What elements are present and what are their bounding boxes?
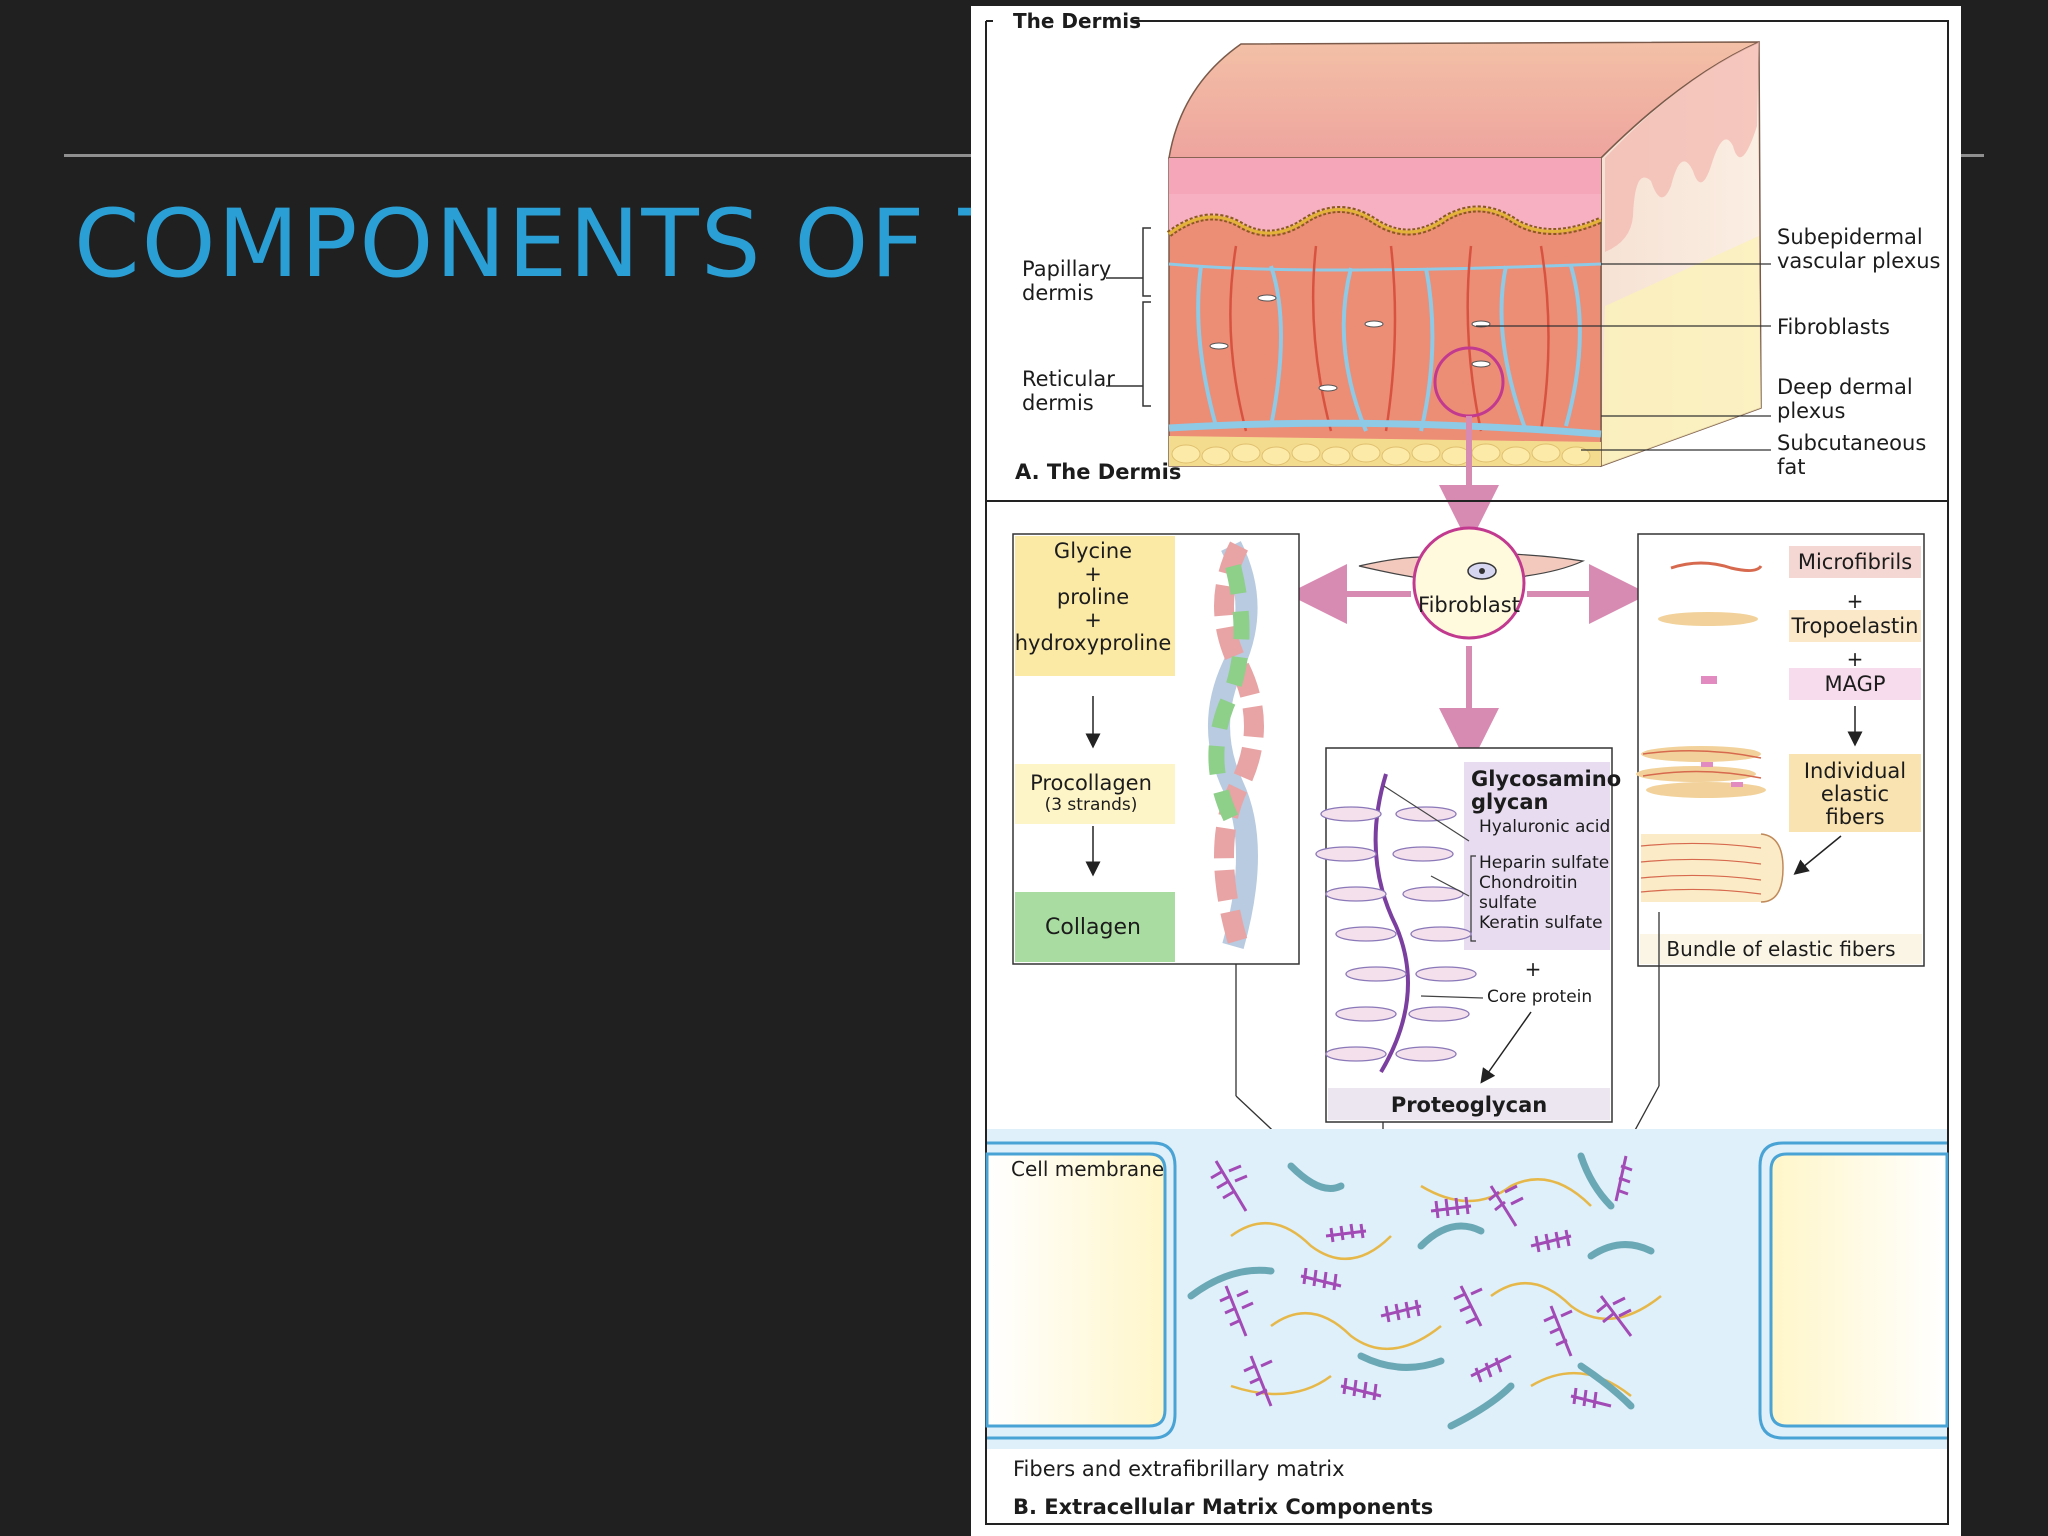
individual-line-1: Individual bbox=[1804, 759, 1906, 783]
individual-line-3: fibers bbox=[1825, 805, 1884, 829]
label-fat-2: fat bbox=[1777, 455, 1806, 479]
tropoelastin-bg bbox=[1789, 610, 1921, 642]
tropoelastin-label: Tropoelastin bbox=[1791, 614, 1919, 638]
slide-title: COMPONENTS OF TI bbox=[74, 190, 1048, 299]
sulfate-4: Keratin sulfate bbox=[1479, 913, 1603, 933]
amino-line-5: hydroxyproline bbox=[1015, 631, 1172, 655]
procollagen-label: Procollagen bbox=[1030, 771, 1152, 795]
right-cell-membrane bbox=[1758, 1141, 1949, 1440]
magp-label: MAGP bbox=[1824, 672, 1885, 696]
procollagen-strands: (3 strands) bbox=[1045, 795, 1138, 815]
label-deep-plexus-1: Deep dermal bbox=[1777, 375, 1913, 399]
core-protein-label: Core protein bbox=[1487, 987, 1592, 1007]
dermis-figure: The Dermis bbox=[971, 6, 1961, 1536]
bundle-label-bg bbox=[1640, 934, 1922, 964]
panel-b-frame bbox=[985, 500, 1949, 1525]
microfibrils-bg bbox=[1789, 546, 1921, 578]
procollagen-bg bbox=[1015, 764, 1175, 824]
elastic-plus-1: + bbox=[1847, 589, 1864, 613]
amino-acid-bg bbox=[1015, 536, 1175, 676]
sulfate-3: sulfate bbox=[1479, 893, 1537, 913]
elastic-bundle-illustration bbox=[1640, 833, 1784, 903]
gag-bg bbox=[1464, 762, 1610, 950]
amino-line-4: + bbox=[1084, 608, 1102, 632]
panel-a-frame-title: The Dermis bbox=[1013, 9, 1141, 33]
proteoglycan-brush-illustration bbox=[1315, 773, 1484, 1074]
amino-line-1: Glycine bbox=[1054, 539, 1132, 563]
right-leader-lines bbox=[1476, 263, 1771, 451]
magp-icon bbox=[1701, 676, 1717, 684]
sulfate-1: Heparin sulfate bbox=[1479, 853, 1609, 873]
sulfate-bracket bbox=[1470, 855, 1476, 942]
individual-fibers-bg bbox=[1789, 754, 1921, 832]
proteoglycan-plus: + bbox=[1525, 957, 1542, 981]
left-cell-membrane bbox=[985, 1141, 1177, 1440]
skin-block-illustration bbox=[1166, 40, 1762, 468]
collagen-bg bbox=[1015, 892, 1175, 962]
label-papillary-2: dermis bbox=[1022, 281, 1094, 305]
label-papillary-1: Papillary bbox=[1022, 257, 1111, 281]
cell-membrane-label: Cell membrane bbox=[1011, 1157, 1164, 1181]
sulfate-2: Chondroitin bbox=[1479, 873, 1578, 893]
label-subepidermal-2: vascular plexus bbox=[1777, 249, 1941, 273]
label-subepidermal-1: Subepidermal bbox=[1777, 225, 1923, 249]
gag-title-1: Glycosamino bbox=[1471, 767, 1621, 791]
elastic-plus-2: + bbox=[1847, 647, 1864, 671]
bundle-label: Bundle of elastic fibers bbox=[1666, 937, 1895, 961]
matrix-fibers-illustration bbox=[1187, 1152, 1662, 1430]
arrow-bundle bbox=[1793, 835, 1842, 875]
label-reticular-2: dermis bbox=[1022, 391, 1094, 415]
magp-bg bbox=[1789, 668, 1921, 700]
matrix-label: Fibers and extrafibrillary matrix bbox=[1013, 1457, 1345, 1481]
individual-line-2: elastic bbox=[1821, 782, 1889, 806]
proteoglycan-label: Proteoglycan bbox=[1391, 1093, 1547, 1117]
tropoelastin-icon bbox=[1658, 612, 1758, 626]
arrow-proteoglycan bbox=[1480, 1011, 1532, 1084]
fibroblast-label: Fibroblast bbox=[1418, 593, 1520, 617]
proteoglycan-label-bg bbox=[1328, 1088, 1610, 1120]
panel-b-caption: B. Extracellular Matrix Components bbox=[1013, 1495, 1433, 1519]
gag-title-2: glycan bbox=[1471, 790, 1549, 814]
microfibrils-label: Microfibrils bbox=[1798, 550, 1912, 574]
microfibril-icon bbox=[1670, 561, 1763, 573]
label-fibroblasts: Fibroblasts bbox=[1777, 315, 1890, 339]
label-fat-1: Subcutaneous bbox=[1777, 431, 1926, 455]
collagen-triple-helix bbox=[1208, 541, 1264, 949]
label-deep-plexus-2: plexus bbox=[1777, 399, 1845, 423]
panel-a-caption: A. The Dermis bbox=[1015, 460, 1181, 484]
amino-line-2: + bbox=[1084, 562, 1102, 586]
fibroblast-cell bbox=[1358, 526, 1586, 640]
label-reticular-1: Reticular bbox=[1022, 367, 1115, 391]
amino-line-3: proline bbox=[1057, 585, 1129, 609]
collagen-label: Collagen bbox=[1045, 915, 1141, 940]
left-brackets bbox=[1106, 227, 1151, 407]
individual-fibers-illustration bbox=[1636, 746, 1766, 798]
hyaluronic-label: Hyaluronic acid bbox=[1479, 817, 1610, 837]
